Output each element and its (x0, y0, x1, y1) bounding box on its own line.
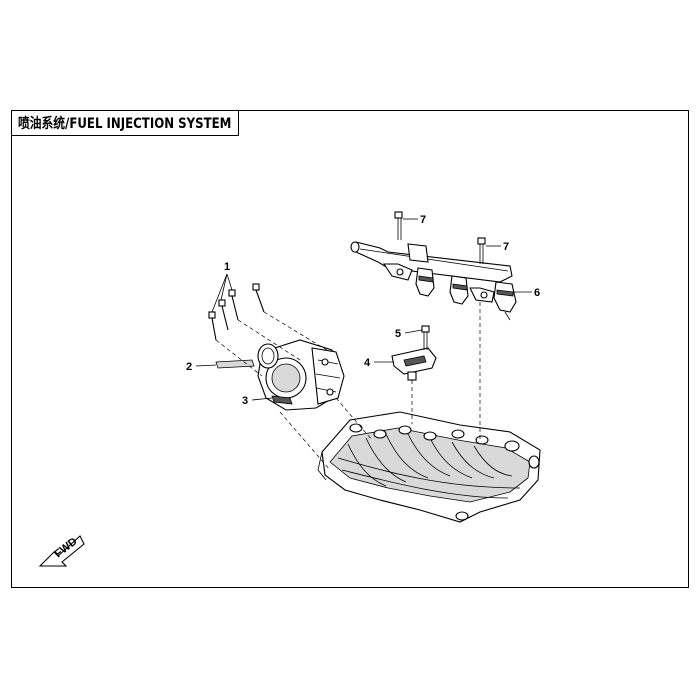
intake-manifold (317, 411, 541, 523)
throttle-body (257, 339, 345, 411)
callout-7-right: 7 (486, 241, 509, 253)
fwd-arrow-icon: FWD (38, 535, 85, 567)
callout-2: 2 (186, 361, 217, 373)
drawing-frame (11, 110, 689, 588)
sensor-bolt (421, 325, 430, 350)
page-title: 喷油系统/FUEL INJECTION SYSTEM (18, 116, 232, 132)
bolt-7-left (394, 211, 403, 240)
svg-text:1: 1 (224, 261, 230, 273)
svg-text:3: 3 (242, 395, 248, 407)
svg-text:7: 7 (503, 241, 509, 253)
callout-6: 6 (514, 287, 540, 299)
svg-text:7: 7 (420, 214, 426, 226)
fuel-rail-assembly (350, 241, 517, 321)
map-sensor (391, 347, 437, 381)
callout-5: 5 (395, 328, 423, 340)
bolt-7-right (477, 237, 486, 264)
throttle-gasket (215, 359, 255, 369)
title-box: 喷油系统/FUEL INJECTION SYSTEM (11, 110, 239, 136)
callout-3: 3 (242, 395, 273, 407)
throttle-body-bolts (208, 283, 265, 341)
callout-4: 4 (364, 357, 394, 369)
alignment-lines (215, 302, 481, 471)
svg-text:2: 2 (186, 361, 192, 373)
callout-1: 1 (211, 261, 233, 313)
svg-text:5: 5 (395, 328, 401, 340)
svg-text:4: 4 (364, 357, 371, 369)
svg-text:6: 6 (534, 287, 540, 299)
callout-7-left: 7 (403, 214, 426, 226)
